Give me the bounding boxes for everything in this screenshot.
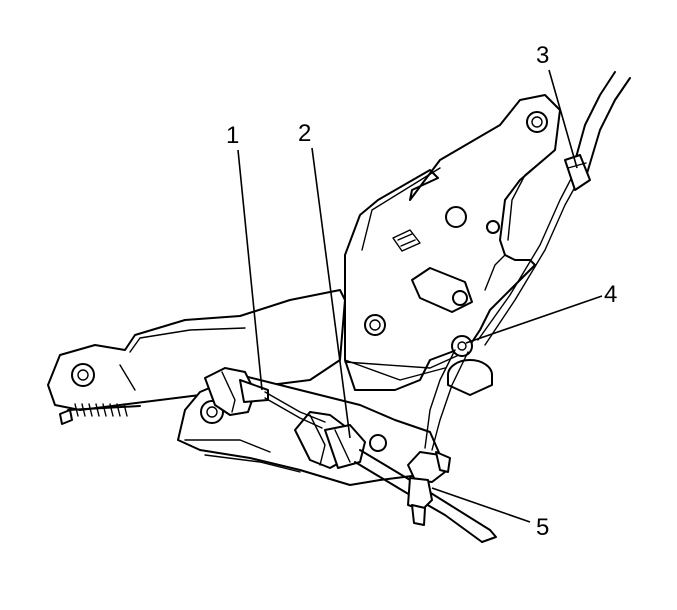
cable-connector bbox=[407, 451, 451, 526]
callout-4: 4 bbox=[604, 281, 617, 308]
leader-line-1 bbox=[237, 149, 263, 391]
leader-lines bbox=[237, 69, 603, 523]
callout-2: 2 bbox=[298, 120, 311, 147]
brake-bracket-plate bbox=[344, 94, 561, 391]
leader-line-5 bbox=[431, 487, 531, 523]
leader-line-2 bbox=[311, 147, 351, 439]
callout-1: 1 bbox=[226, 122, 239, 149]
brake-cables bbox=[264, 71, 631, 543]
pedal-arm-assembly bbox=[47, 289, 346, 425]
leader-line-4 bbox=[465, 295, 603, 344]
leader-line-3 bbox=[548, 69, 578, 169]
callout-5: 5 bbox=[536, 514, 549, 541]
equalizer-pulley bbox=[447, 335, 493, 396]
callout-3: 3 bbox=[536, 42, 549, 69]
